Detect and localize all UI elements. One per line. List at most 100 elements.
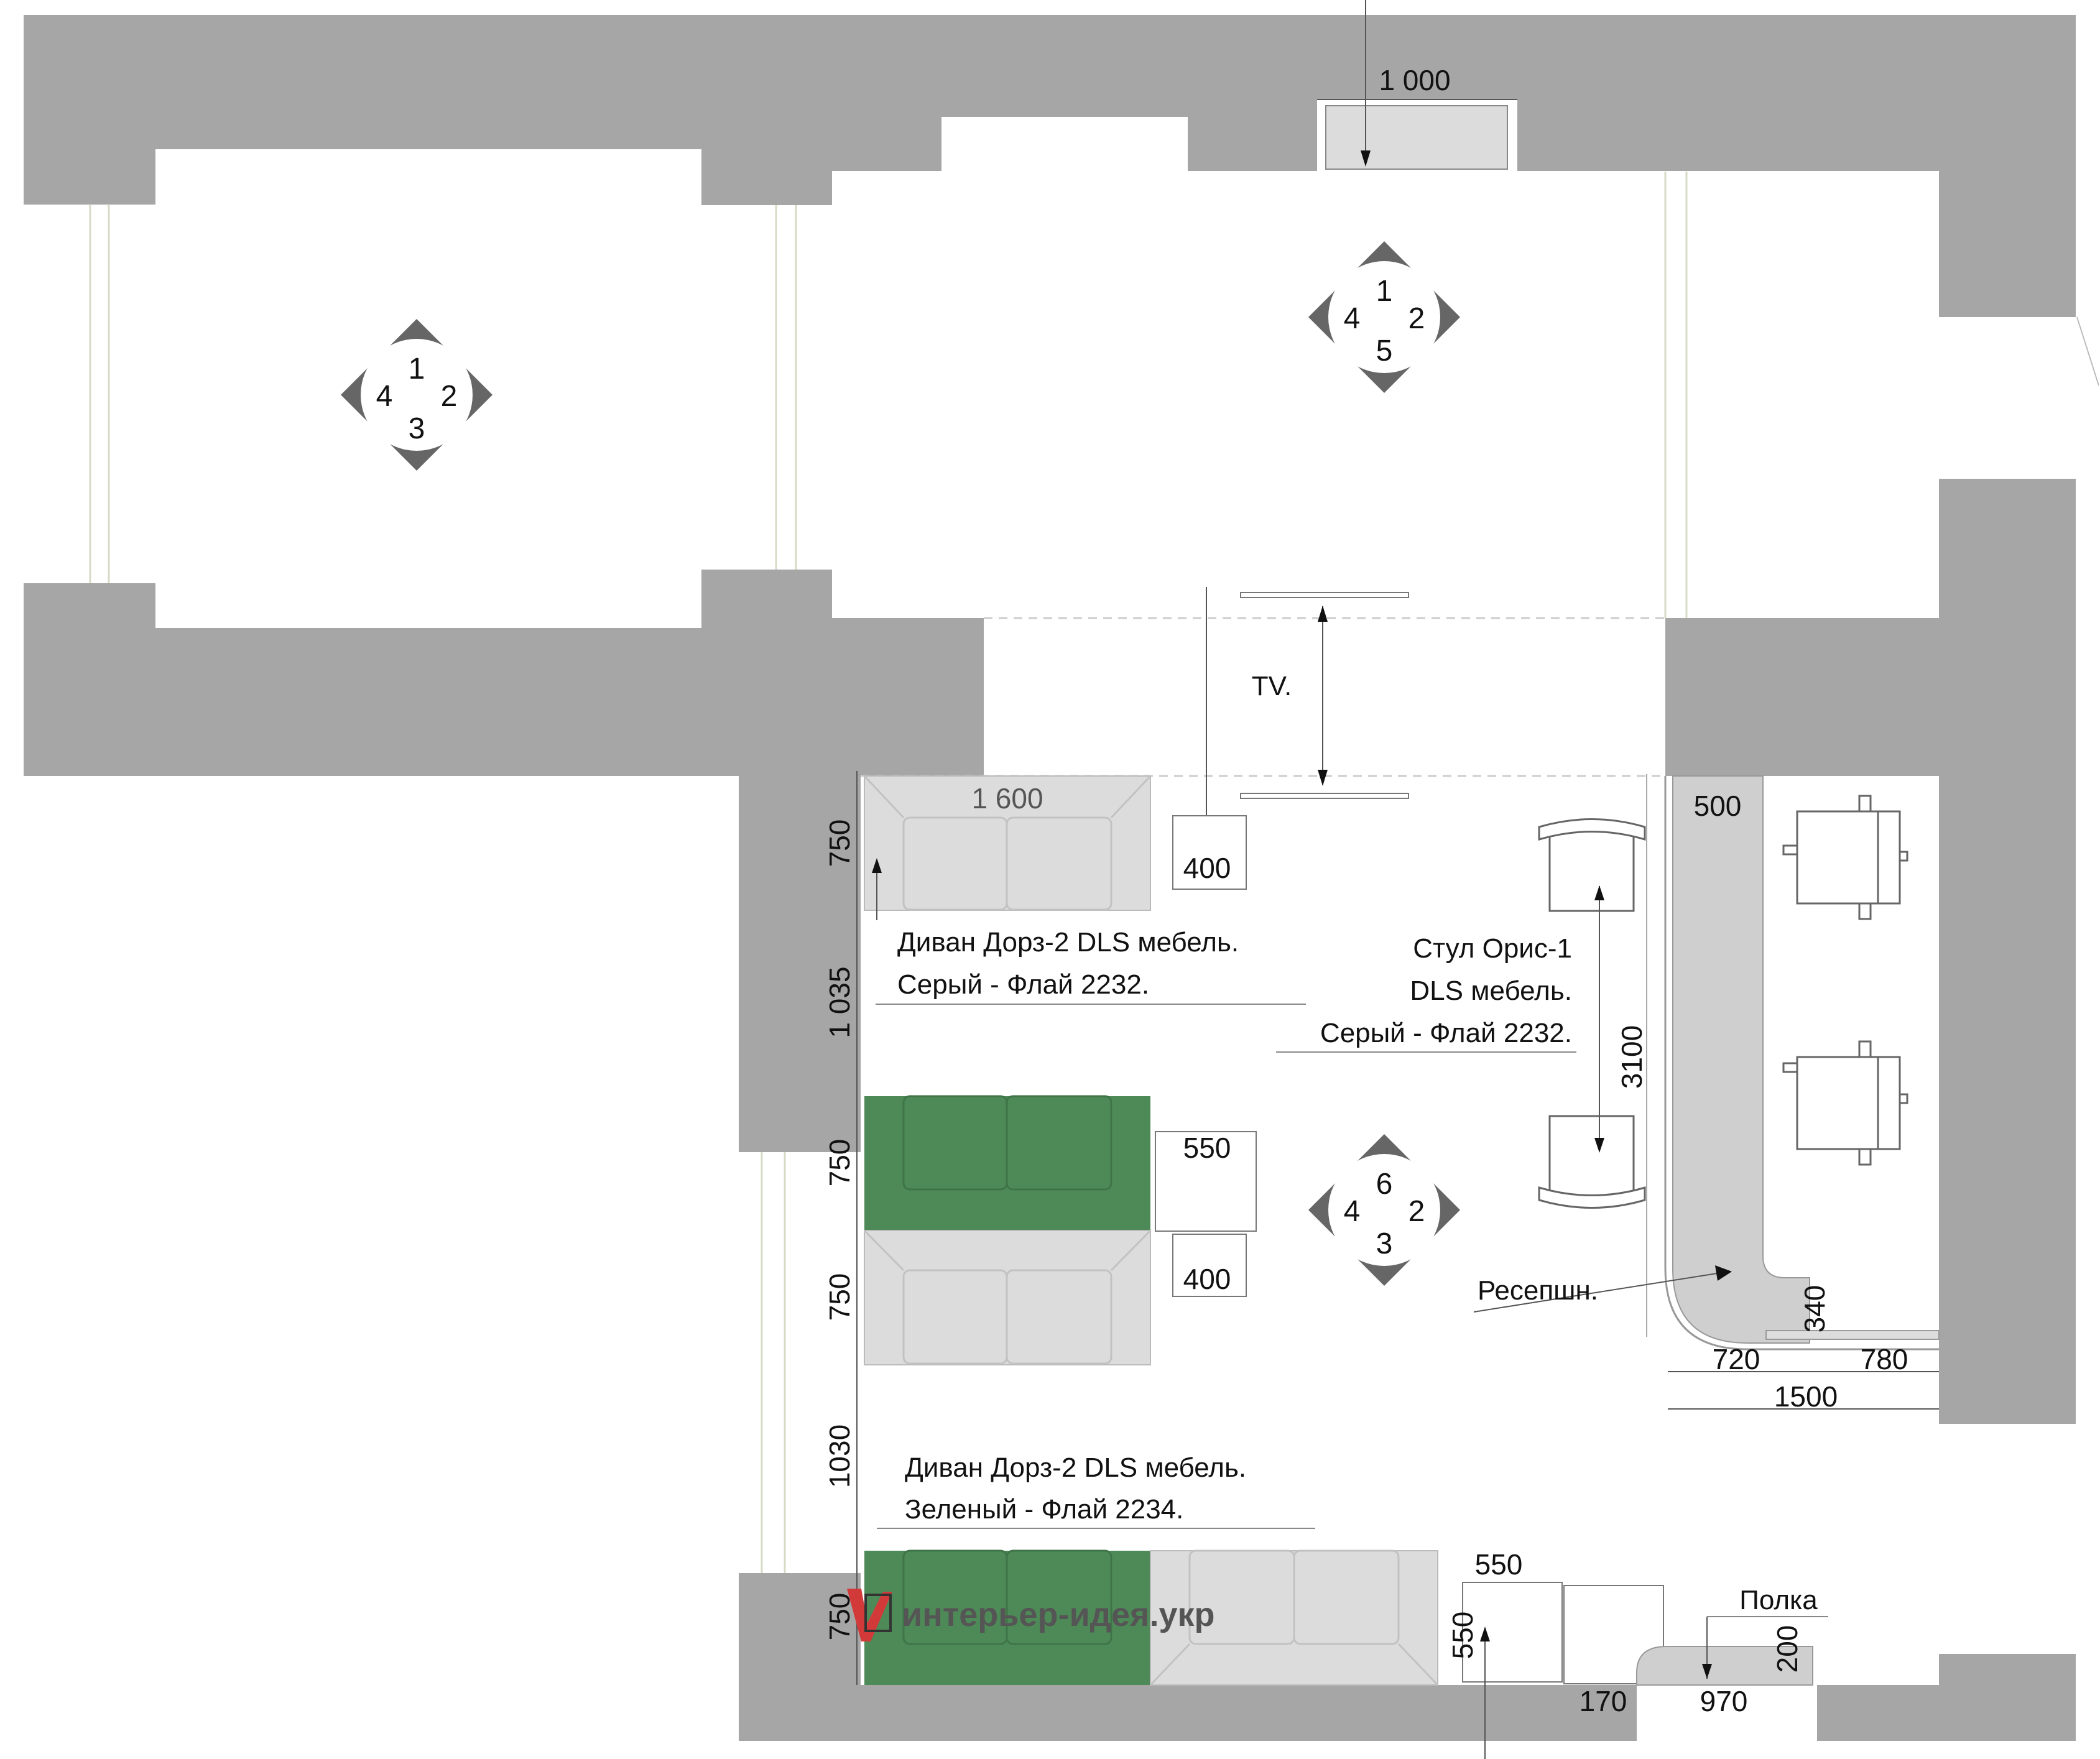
- tv-label: TV.: [1252, 671, 1292, 701]
- view-marker-lounge: 6 2 3 4: [1308, 1134, 1460, 1286]
- workstation-leg-2: [1858, 1148, 1872, 1166]
- door-dimension: [1317, 0, 1517, 167]
- wall-right-top: [1939, 15, 2076, 317]
- wall-lounge-left: [739, 776, 861, 1152]
- view-marker-room-left: 1 2 3 4: [341, 319, 493, 471]
- gap-top-label: 1 035: [823, 966, 856, 1038]
- window-right-bottom: [1939, 1424, 2076, 1654]
- marker-n-top: 1: [409, 353, 425, 386]
- sofa-cushion-right: [1293, 1549, 1400, 1645]
- workstation-leg-2: [1858, 902, 1872, 920]
- shelf-label: Полка: [1739, 1585, 1818, 1615]
- reception-label: Ресепшн.: [1478, 1275, 1598, 1306]
- workstation-desk: [1796, 810, 1901, 905]
- chair-bottom: [1538, 1115, 1646, 1209]
- view-marker-room-main: 1 2 5 4: [1308, 241, 1460, 393]
- marker-n-left: 4: [376, 380, 393, 413]
- chair-back: [1538, 818, 1646, 841]
- marker-circle: [1328, 261, 1440, 373]
- shelf-shape: [1636, 1646, 1813, 1686]
- window-lounge-left: [739, 1152, 861, 1573]
- sofa-arm-right: [1110, 1229, 1152, 1272]
- sofa-top-length-label: 1 600: [971, 782, 1043, 815]
- workstation-desk: [1796, 1056, 1901, 1150]
- marker-n-top: 1: [1376, 275, 1393, 308]
- table-bottom-arrow: [1480, 1627, 1490, 1641]
- chair-note-line2: DLS мебель.: [1410, 976, 1572, 1006]
- sofa-green-mid: [864, 1095, 1150, 1230]
- marker-n-top: 6: [1376, 1168, 1393, 1201]
- reception-720-label: 720: [1713, 1343, 1760, 1375]
- chair-seat: [1548, 826, 1635, 912]
- chairs-dim-arrow-up: [1594, 885, 1604, 900]
- counter-shape: [1672, 775, 1810, 1344]
- chair-seat: [1548, 1115, 1635, 1201]
- marker-n-left: 4: [1344, 1195, 1361, 1228]
- shelf: [1636, 1616, 1828, 1686]
- window-right-top-line: [2076, 316, 2099, 386]
- chair-note-line1: Стул Орис-1: [1413, 933, 1572, 964]
- wall-right-mid: [1939, 479, 2076, 1424]
- wall-bottom: [739, 1685, 2076, 1741]
- watermark-logo: [847, 1589, 892, 1641]
- table-mid-size-label: 550: [1183, 1132, 1231, 1164]
- workstation-leg-4: [1899, 1093, 1908, 1104]
- logo-mark-icon: [847, 1589, 892, 1641]
- side-table-top: [1172, 815, 1247, 890]
- table-bottom-width-label: 550: [1475, 1548, 1523, 1581]
- sofa-arm-right: [1110, 775, 1152, 819]
- table-bottom-depth-label: 550: [1446, 1612, 1479, 1660]
- sofa-green-bottom: [864, 1549, 1150, 1685]
- marker-n-right: 2: [1408, 302, 1425, 335]
- sofa-grey-note-line1: Диван Дорз-2 DLS мебель.: [897, 927, 1239, 958]
- marker-n-bottom: 3: [409, 412, 425, 445]
- openings: [89, 99, 2099, 1747]
- boundary-dashes: [861, 617, 1665, 777]
- table-mid2-size-label: 400: [1183, 1263, 1231, 1295]
- tv-arrow-down: [1318, 770, 1328, 786]
- workstation-leg-3: [1782, 844, 1798, 856]
- marker-n-bottom: 5: [1376, 335, 1393, 367]
- reception-780-label: 780: [1861, 1343, 1908, 1375]
- sofa-arm-right: [1397, 1643, 1439, 1686]
- tv-screen-bottom: [1240, 793, 1409, 799]
- sofa-mid-depth-label: 750: [823, 1273, 856, 1321]
- marker-n-left: 4: [1344, 302, 1361, 335]
- counter-leader-arrow: [1715, 1265, 1732, 1281]
- reception-340-label: 340: [1798, 1285, 1831, 1333]
- marker-n-bottom: 3: [1376, 1227, 1393, 1260]
- shelf-200-label: 200: [1771, 1625, 1803, 1673]
- marker-n-right: 2: [441, 380, 458, 413]
- table-top-size-label: 400: [1183, 852, 1231, 884]
- workstation-leg-1: [1858, 1040, 1872, 1058]
- shelf-leader-arrow: [1702, 1664, 1712, 1679]
- marker-n-right: 2: [1408, 1195, 1425, 1228]
- chairs-dim-arrow-down: [1594, 1138, 1604, 1153]
- sofa-grey-mid: [863, 1229, 1152, 1365]
- sofa-arm-left: [863, 775, 905, 819]
- sofa-cushion-right: [1006, 1549, 1112, 1645]
- tv-area: [1201, 587, 1409, 839]
- shelf-170-label: 170: [1580, 1685, 1627, 1717]
- tv-arrow-up: [1318, 606, 1328, 622]
- chair-note-line3: Серый - Флай 2232.: [1320, 1018, 1572, 1048]
- wall-center-block: [701, 618, 984, 776]
- wall-left-pier-top: [24, 15, 155, 205]
- wall-right-block: [1665, 618, 1942, 776]
- sofa-top-dim-arrow: [872, 858, 882, 873]
- sofa-green-note-line2: Зеленый - Флай 2234.: [905, 1494, 1183, 1525]
- sofa-arm-left: [863, 1229, 905, 1272]
- workstation-bottom: [1782, 1040, 1908, 1166]
- chairs-distance-label: 3100: [1616, 1025, 1648, 1089]
- reception-counter: [1473, 775, 1940, 1350]
- side-table-mid: [1155, 1131, 1257, 1232]
- window-top-mid: [941, 117, 1188, 172]
- marker-circle: [361, 339, 473, 451]
- shelf-970-label: 970: [1700, 1685, 1748, 1717]
- doorway-bottom: [1637, 1679, 1817, 1747]
- sofa-green-note-line1: Диван Дорз-2 DLS мебель.: [905, 1452, 1246, 1483]
- reception-depth-label: 500: [1694, 790, 1742, 822]
- sofa-grey-top: [863, 775, 1152, 920]
- chair-back: [1538, 1186, 1646, 1209]
